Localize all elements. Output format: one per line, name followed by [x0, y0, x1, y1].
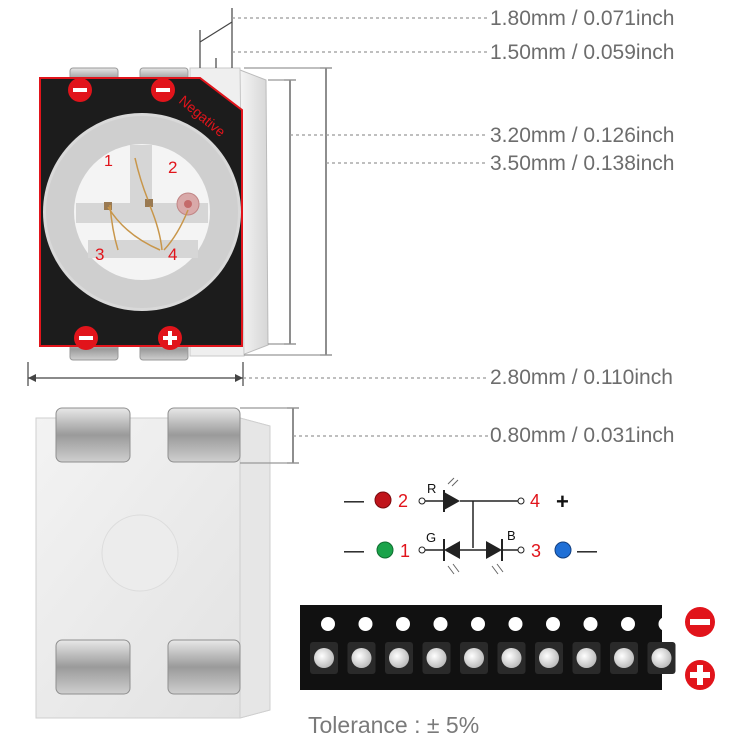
- tape-led: [389, 648, 409, 668]
- tape-hole: [396, 617, 410, 631]
- pin-label-1: 1: [104, 153, 113, 170]
- dimension-lines-top: [27, 8, 488, 386]
- dim-label-top-height-2: 1.50mm / 0.059inch: [490, 41, 675, 64]
- circuit-diagram: — 2 R 4 + — 1 G B 3 —: [344, 477, 597, 575]
- circuit-plus: +: [556, 489, 569, 514]
- circuit-label-r: R: [427, 481, 436, 496]
- tape-led: [314, 648, 334, 668]
- green-led-dot-icon: [376, 541, 394, 559]
- bottom-pad-plus-icon: [158, 326, 182, 350]
- circuit-pin-4: 4: [530, 491, 540, 511]
- tape-led: [351, 648, 372, 668]
- tape-hole: [583, 617, 598, 631]
- led-tape-strip: [300, 605, 676, 690]
- dim-label-inner-height: 3.20mm / 0.126inch: [490, 124, 675, 147]
- dimension-lines-bottom: [240, 407, 488, 464]
- tape-hole: [658, 617, 673, 631]
- blue-led-dot-icon: [554, 541, 572, 559]
- top-view-led: 1 2 3 4 Negative: [39, 67, 269, 361]
- dim-label-pad-height: 0.80mm / 0.031inch: [490, 424, 675, 447]
- tape-led: [651, 648, 672, 668]
- pin-label-4: 4: [168, 245, 177, 264]
- tape-led: [614, 648, 634, 668]
- pin-label-2: 2: [168, 158, 177, 177]
- tape-hole: [471, 617, 485, 631]
- circuit-minus-top: —: [344, 490, 364, 512]
- dim-label-top-height-1: 1.80mm / 0.071inch: [490, 7, 675, 30]
- diode-g-icon: [444, 541, 460, 559]
- tolerance-label: Tolerance : ± 5%: [308, 712, 480, 738]
- tape-hole: [358, 617, 373, 631]
- tape-hole: [546, 617, 560, 631]
- circuit-pin-2: 2: [398, 491, 408, 511]
- circuit-pin-1: 1: [400, 541, 410, 561]
- dim-label-width: 2.80mm / 0.110inch: [490, 366, 673, 389]
- tape-led: [501, 648, 522, 668]
- tape-led: [576, 648, 597, 668]
- tape-hole: [508, 617, 523, 631]
- bottom-view-led: [35, 407, 271, 719]
- circuit-label-b: B: [507, 528, 516, 543]
- bottom-pad-minus-icon: [74, 326, 98, 350]
- circuit-pin-3: 3: [531, 541, 541, 561]
- tape-led: [464, 648, 484, 668]
- tape-hole: [321, 617, 335, 631]
- tape-hole: [621, 617, 635, 631]
- diode-r-icon: [444, 492, 460, 510]
- top-pad-minus-right-icon: [151, 78, 175, 102]
- circuit-label-g: G: [426, 530, 436, 545]
- circuit-minus-bottom-right: —: [577, 540, 597, 562]
- tape-led: [539, 648, 559, 668]
- dim-label-outer-height: 3.50mm / 0.138inch: [490, 152, 675, 175]
- tape-led: [426, 648, 447, 668]
- tape-minus-icon: [685, 607, 715, 637]
- pin-label-3: 3: [95, 245, 104, 264]
- top-pad-minus-left-icon: [68, 78, 92, 102]
- red-led-dot-icon: [374, 491, 392, 509]
- tape-hole: [433, 617, 448, 631]
- circuit-minus-bottom-left: —: [344, 540, 364, 562]
- diode-b-icon: [486, 541, 502, 559]
- tape-plus-icon: [685, 660, 715, 690]
